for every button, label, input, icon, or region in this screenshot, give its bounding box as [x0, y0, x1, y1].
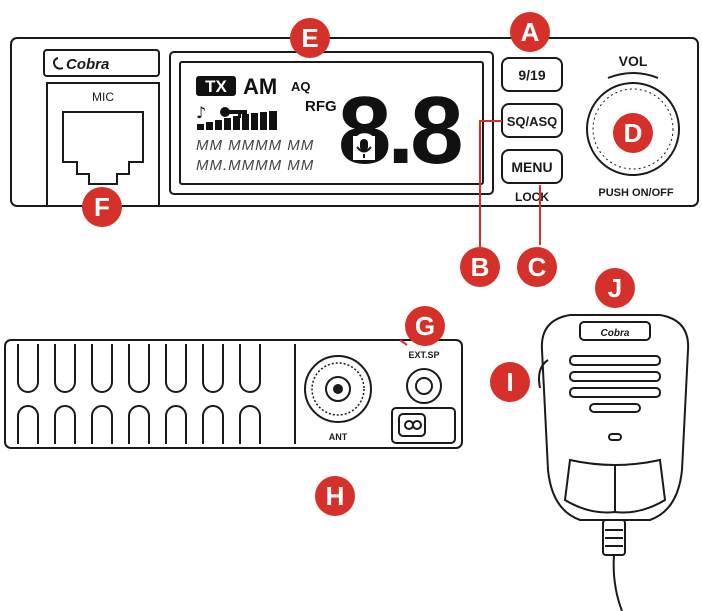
lcd-bezel	[169, 51, 494, 195]
power-socket-plug	[398, 413, 426, 437]
sq-asq-label: SQ/ASQ	[507, 114, 558, 129]
callout-d: D	[613, 113, 653, 153]
antenna-thread	[311, 362, 365, 416]
microphone-indicator-icon	[353, 136, 375, 160]
mic-label: MIC	[92, 90, 114, 104]
push-on-off-label: PUSH ON/OFF	[598, 187, 673, 199]
microphone: Cobra	[538, 314, 690, 611]
signal-meter-icon	[197, 111, 277, 130]
vol-arc-icon	[607, 72, 659, 79]
mic-grip	[563, 458, 667, 514]
ext-speaker-jack[interactable]	[406, 368, 442, 404]
rear-panel-body	[4, 339, 463, 449]
power-pin-1	[404, 420, 414, 430]
callout-b-leader	[479, 120, 502, 250]
front-panel: Cobra MIC TX AM AQ RFG ♪	[10, 37, 699, 207]
brand-plate	[43, 49, 160, 77]
menu-button[interactable]	[501, 149, 563, 184]
rear-panel: ANT EXT.SP	[4, 339, 463, 449]
mic-led-icon	[608, 433, 622, 441]
cobra-logo-icon	[53, 57, 64, 70]
channel-9-19-button[interactable]	[501, 57, 563, 92]
ant-label: ANT	[329, 432, 348, 442]
ptt-button[interactable]	[538, 359, 549, 389]
front-panel-body	[10, 37, 699, 207]
callout-f: F	[82, 187, 122, 227]
callout-i: I	[490, 362, 530, 402]
mic-cord-ribs	[605, 529, 623, 547]
brand-label: Cobra	[66, 56, 109, 73]
callout-e: E	[290, 18, 330, 58]
mic-cord	[612, 554, 623, 611]
ext-sp-label: EXT.SP	[408, 350, 439, 360]
mic-speaker-grille	[569, 355, 661, 413]
lcd-screen	[179, 61, 484, 185]
channel-digits: 8.8	[338, 77, 461, 184]
antenna-center-pin	[325, 376, 351, 402]
am-indicator: AM	[243, 74, 277, 99]
callout-a: A	[510, 12, 550, 52]
antenna-pin	[333, 384, 343, 394]
power-pin-2	[412, 420, 422, 430]
callout-g-leader	[399, 339, 408, 346]
tx-indicator-bg	[196, 76, 236, 96]
volume-knob-grip	[592, 88, 674, 170]
mic-jack[interactable]	[62, 111, 144, 185]
callout-g: G	[405, 306, 445, 346]
segment-row-1: MM MMMM MM	[196, 137, 314, 154]
microphone-body	[540, 314, 690, 521]
heatsink-fins	[17, 344, 261, 444]
rfg-indicator: RFG	[305, 98, 337, 115]
volume-knob[interactable]	[586, 82, 680, 176]
aq-indicator: AQ	[291, 79, 311, 94]
callout-c: C	[517, 247, 557, 287]
segment-row-2: MM.MMMM MM	[196, 157, 314, 174]
vol-label: VOL	[619, 53, 648, 69]
mic-brand-plate	[579, 321, 651, 341]
callout-j: J	[595, 268, 635, 308]
ext-speaker-jack-hole	[415, 377, 433, 395]
callout-h: H	[315, 476, 355, 516]
lock-label: LOCK	[515, 190, 549, 204]
callout-b: B	[460, 247, 500, 287]
menu-label: MENU	[511, 159, 552, 175]
tx-indicator: TX	[205, 77, 227, 96]
channel-9-19-label: 9/19	[518, 67, 545, 83]
music-note-icon: ♪	[196, 103, 206, 122]
mic-brand-label: Cobra	[601, 328, 630, 339]
antenna-connector[interactable]	[304, 355, 372, 423]
power-socket[interactable]	[391, 407, 456, 444]
